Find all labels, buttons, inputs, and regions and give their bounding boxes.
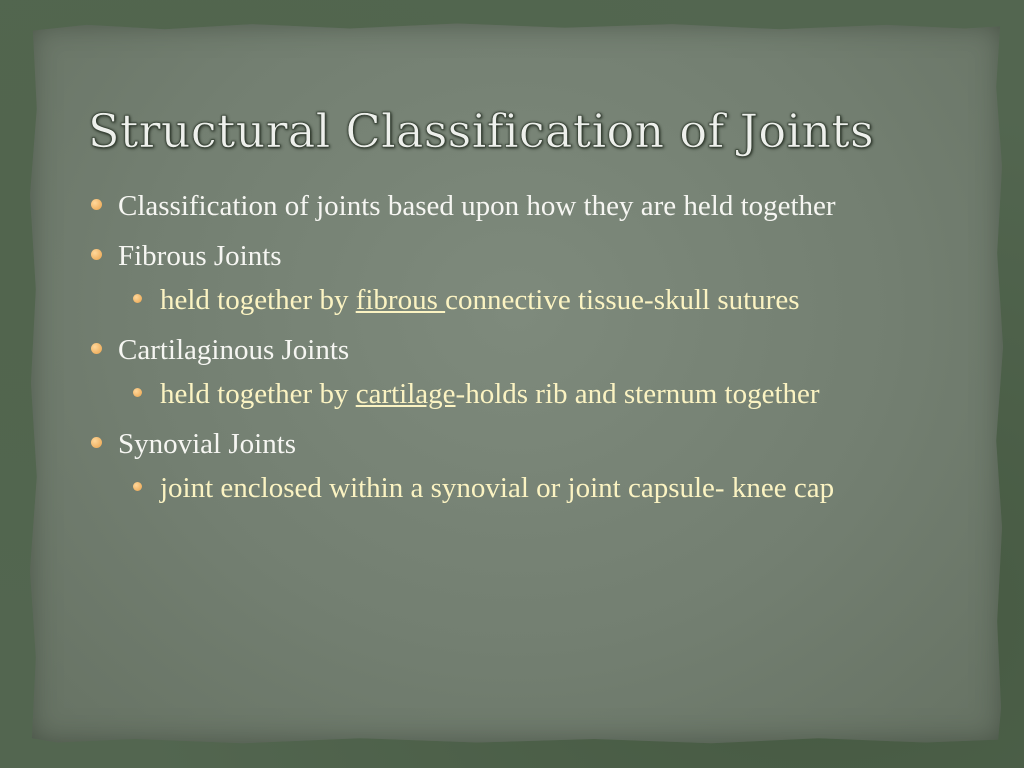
sub-bullet-text-after: connective tissue-skull sutures xyxy=(445,284,800,316)
sub-bullet-text: held together by cartilage-holds rib and… xyxy=(160,374,938,414)
bullet-dot-icon xyxy=(91,199,102,210)
slide-panel: Structural Classification of Joints Clas… xyxy=(29,23,1004,744)
sub-bullet-text: joint enclosed within a synovial or join… xyxy=(160,472,835,504)
bullet-text: Cartilaginous Joints xyxy=(118,334,350,366)
sub-bullet-text-before: held together by xyxy=(160,378,356,410)
bullet-dot-icon xyxy=(91,437,102,448)
underlined-term: cartilage xyxy=(355,378,456,410)
bullet-text: Classification of joints based upon how … xyxy=(118,190,836,222)
sub-bullet-text-before: held together by xyxy=(160,284,356,316)
sub-bullet-dot-icon xyxy=(133,294,142,303)
sub-bullet-list: held together by fibrous connective tiss… xyxy=(118,280,938,320)
list-item: Synovial Joints joint enclosed within a … xyxy=(88,424,938,508)
sub-list-item: held together by fibrous connective tiss… xyxy=(118,280,938,320)
sub-bullet-dot-icon xyxy=(133,482,142,491)
underlined-term: fibrous xyxy=(355,284,446,316)
list-item: Cartilaginous Joints held together by ca… xyxy=(88,330,938,414)
sub-bullet-dot-icon xyxy=(133,388,142,397)
list-item: Classification of joints based upon how … xyxy=(88,186,938,226)
list-item: Fibrous Joints held together by fibrous … xyxy=(88,236,938,320)
bullet-dot-icon xyxy=(91,249,102,260)
sub-bullet-text: held together by fibrous connective tiss… xyxy=(160,280,938,320)
bullet-dot-icon xyxy=(91,343,102,354)
bullet-list: Classification of joints based upon how … xyxy=(88,186,938,508)
sub-list-item: joint enclosed within a synovial or join… xyxy=(118,468,938,508)
sub-list-item: held together by cartilage-holds rib and… xyxy=(118,374,938,414)
slide-title: Structural Classification of Joints xyxy=(88,104,874,159)
bullet-text: Fibrous Joints xyxy=(118,240,282,272)
sub-bullet-text-after: -holds rib and sternum together xyxy=(455,378,820,410)
sub-bullet-list: joint enclosed within a synovial or join… xyxy=(118,468,938,508)
slide-content: Classification of joints based upon how … xyxy=(88,186,938,518)
bullet-text: Synovial Joints xyxy=(118,428,297,460)
sub-bullet-list: held together by cartilage-holds rib and… xyxy=(118,374,938,414)
